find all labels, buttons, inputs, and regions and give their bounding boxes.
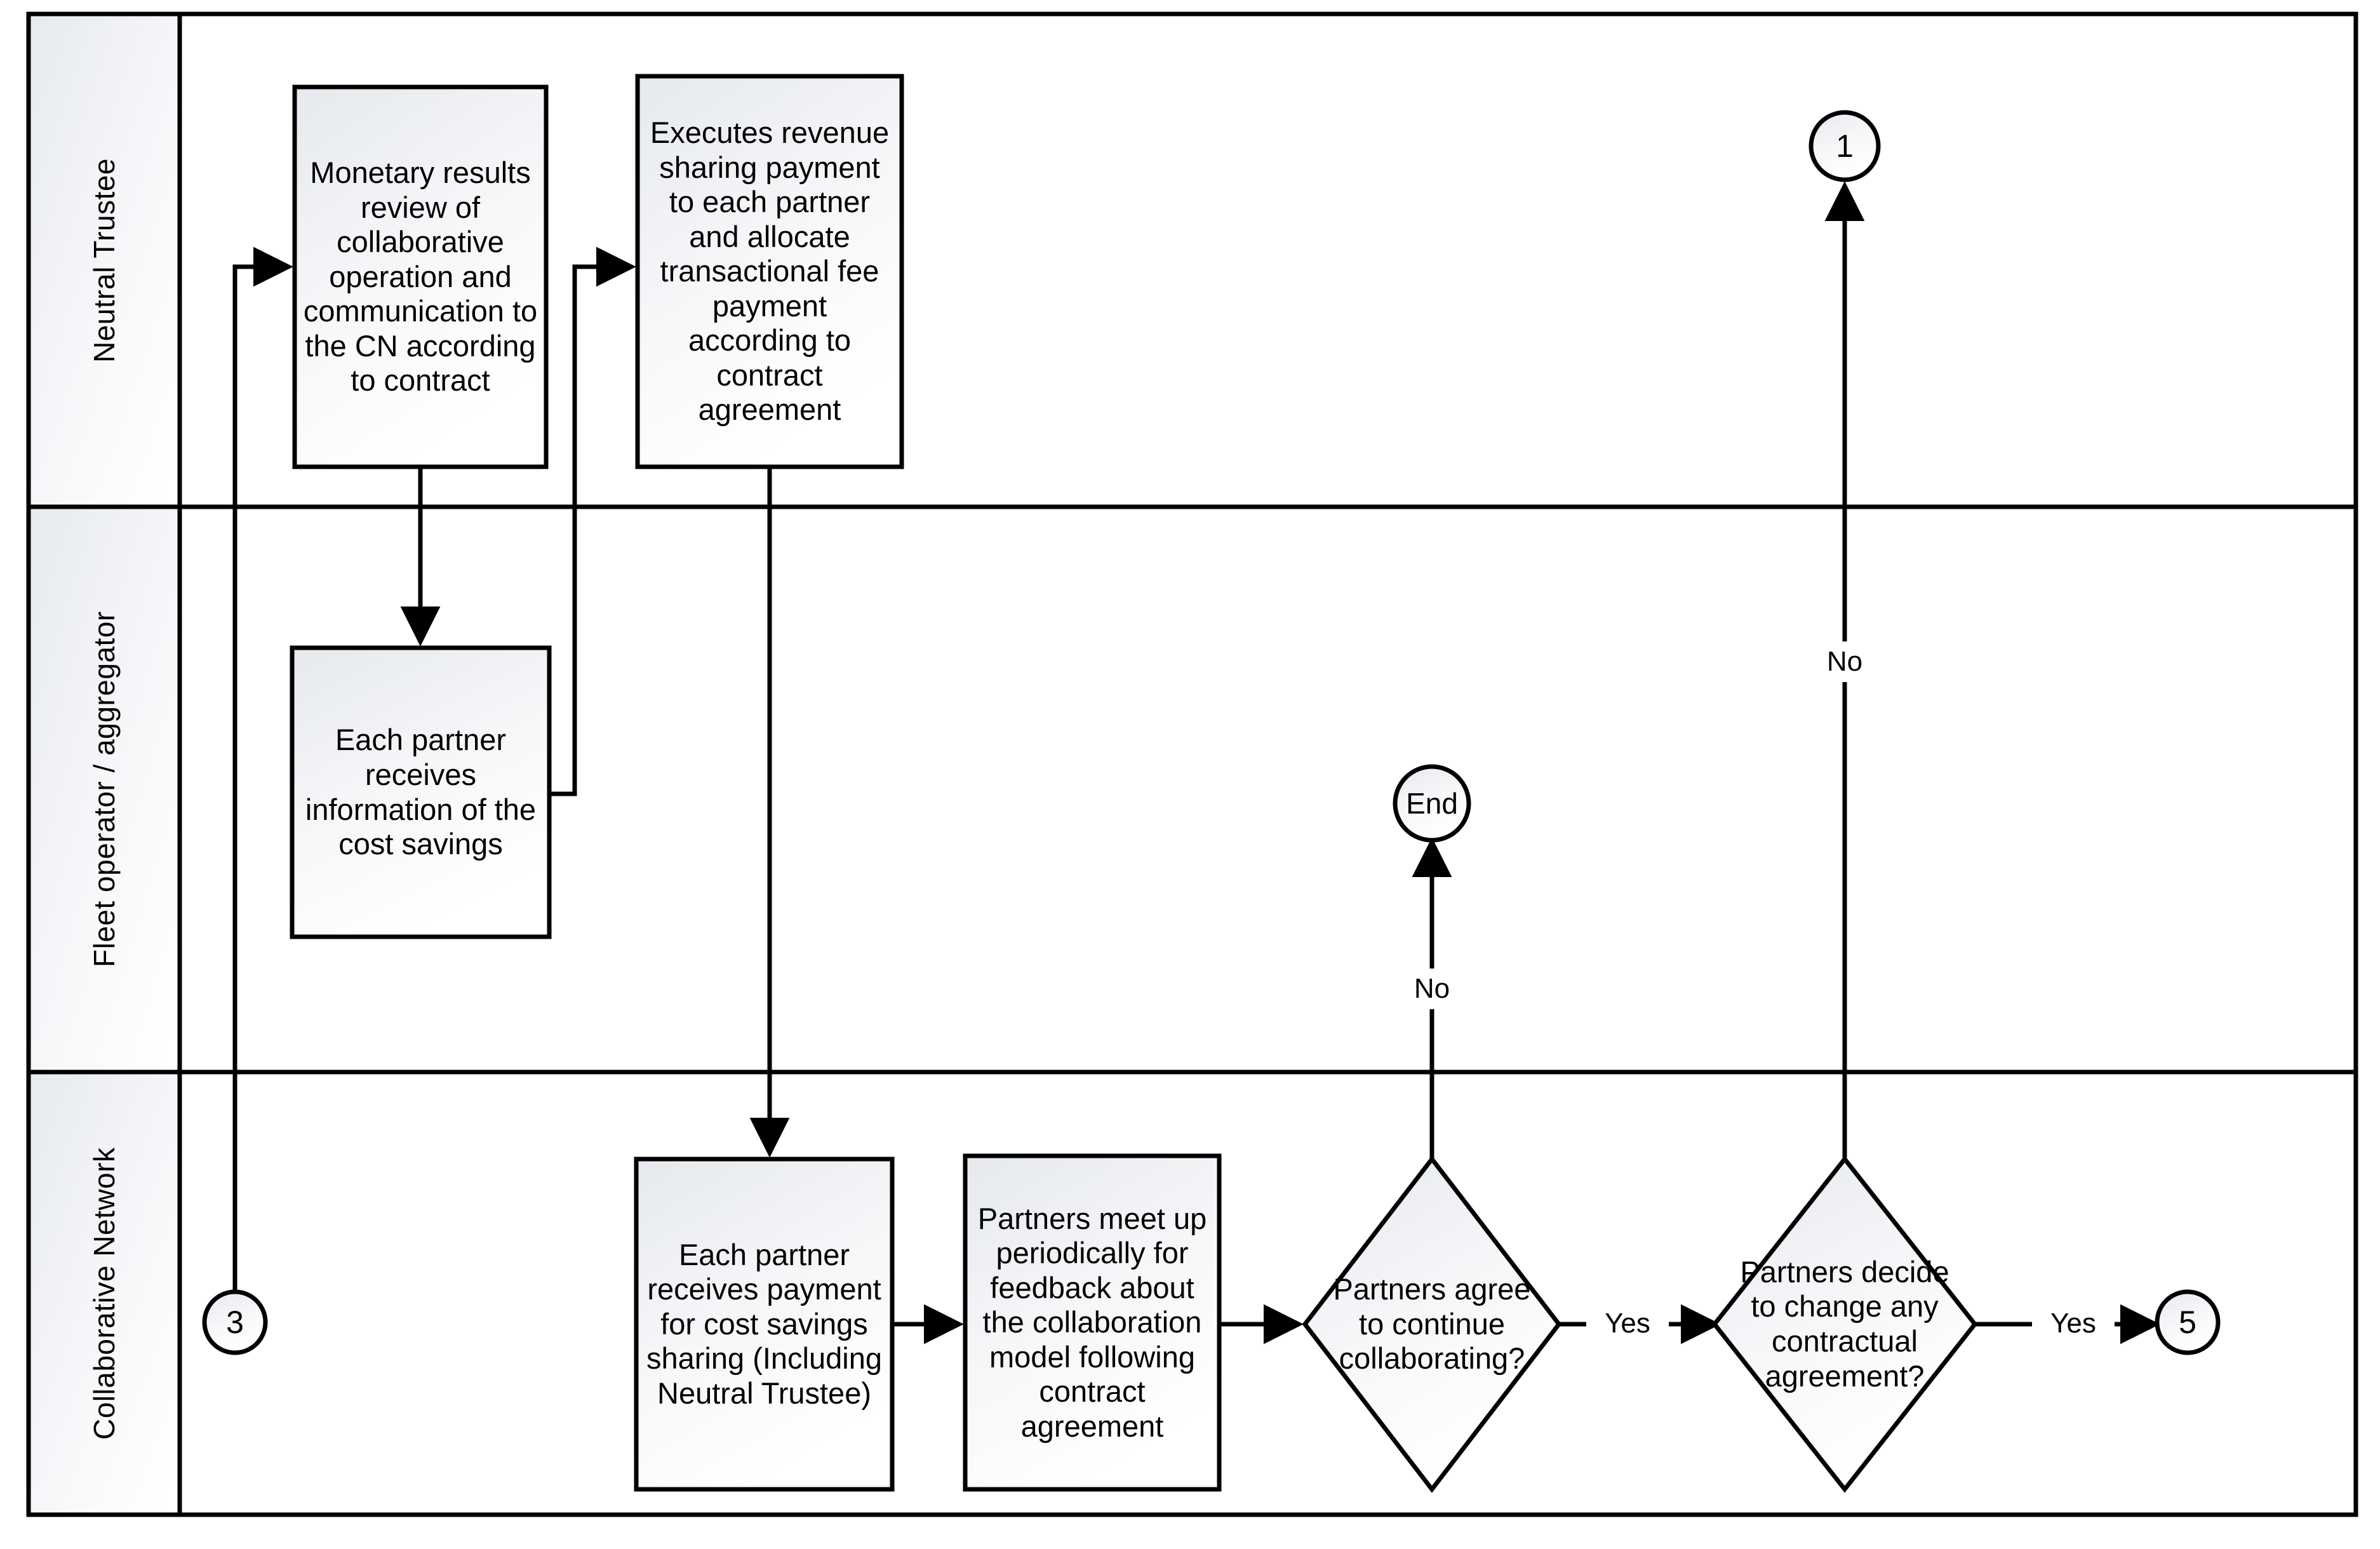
shape-partners-meet-up bbox=[963, 1153, 1222, 1492]
shape-decision-change-contractual-agreement bbox=[1711, 1155, 1978, 1493]
swimlane-pool bbox=[26, 11, 2358, 1517]
shape-connector-ref-3 bbox=[202, 1289, 268, 1355]
shape-monetary-results-review bbox=[292, 84, 549, 469]
node-shape-layer bbox=[202, 74, 2221, 1493]
lane-label-fleet-operator: Fleet operator / aggregator bbox=[29, 507, 180, 1072]
shape-connector-ref-5 bbox=[2155, 1289, 2221, 1355]
shape-connector-end bbox=[1393, 764, 1471, 843]
shape-partner-receives-payment bbox=[634, 1157, 895, 1492]
lane-label-text: Neutral Trustee bbox=[88, 158, 121, 363]
lane-label-collaborative-network: Collaborative Network bbox=[29, 1072, 180, 1515]
lane-label-text: Fleet operator / aggregator bbox=[88, 611, 121, 968]
edge-ref3-to-monetary-review bbox=[232, 246, 293, 1292]
shape-decision-continue-collaborating bbox=[1302, 1155, 1562, 1493]
lane-label-neutral-trustee: Neutral Trustee bbox=[29, 14, 180, 507]
edge-cost-savings-info-to-executes-revenue bbox=[549, 246, 636, 796]
lane-label-text: Collaborative Network bbox=[88, 1147, 121, 1440]
shape-connector-ref-1 bbox=[1808, 110, 1881, 182]
shape-executes-revenue-sharing bbox=[635, 74, 904, 469]
shape-partner-receives-cost-savings-info bbox=[290, 645, 552, 939]
